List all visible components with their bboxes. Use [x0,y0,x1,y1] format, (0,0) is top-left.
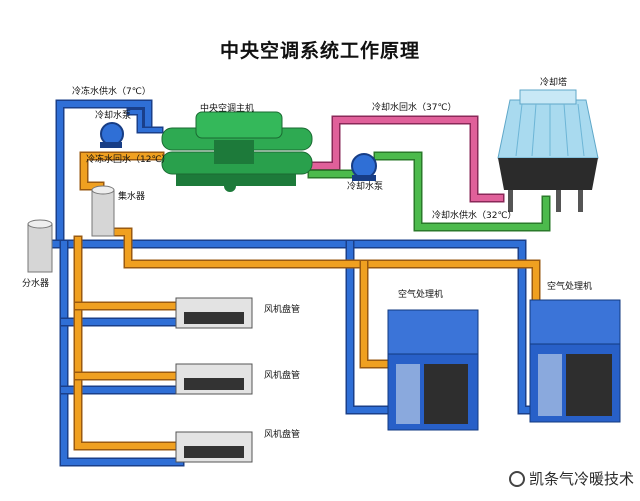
cooling-pump-left [100,122,124,148]
air-handling-unit-1 [387,309,479,431]
label-cooling-return: 冷却水回水（37℃） [372,103,457,113]
label-fan-coil-1: 风机盘管 [264,305,301,315]
label-cooling-tower: 冷却塔 [540,78,568,88]
cooling-tower [497,89,599,212]
cooling-pump-right [351,153,377,181]
label-fan-coil-3: 风机盘管 [264,430,301,440]
label-distributor: 分水器 [22,279,50,289]
fan-coil-unit-3 [175,431,253,463]
label-chilled-supply: 冷冻水供水（7℃） [72,87,151,97]
wechat-icon [508,471,525,487]
label-fan-coil-2: 风机盘管 [264,371,301,381]
label-cooling-supply: 冷却水供水（32℃） [432,211,517,221]
fan-coil-unit-1 [175,297,253,329]
chilled-supply-pipe [37,99,540,467]
chiller-unit [161,111,313,192]
air-handling-unit-2 [529,299,621,423]
collector-tank [91,185,115,237]
label-chiller: 中央空调主机 [200,104,255,114]
label-collector: 集水器 [118,192,146,202]
label-ahu-1: 空气处理机 [398,290,444,300]
fan-coil-unit-2 [175,363,253,395]
cooling-supply-pipe [307,151,551,232]
diagram-title: 中央空调系统工作原理 [219,40,420,62]
label-chilled-return: 冷冻水回水（12℃） [86,155,171,165]
label-cooling-pump-left: 冷却水泵 [95,111,132,121]
label-ahu-2: 空气处理机 [547,282,593,292]
distributor-tank [27,219,53,273]
watermark-text: 凯条气冷暖技术 [528,470,634,488]
watermark: 凯条气冷暖技术 [508,468,634,489]
cooling-return-pipe [307,115,505,203]
label-cooling-pump-right: 冷却水泵 [347,182,384,192]
